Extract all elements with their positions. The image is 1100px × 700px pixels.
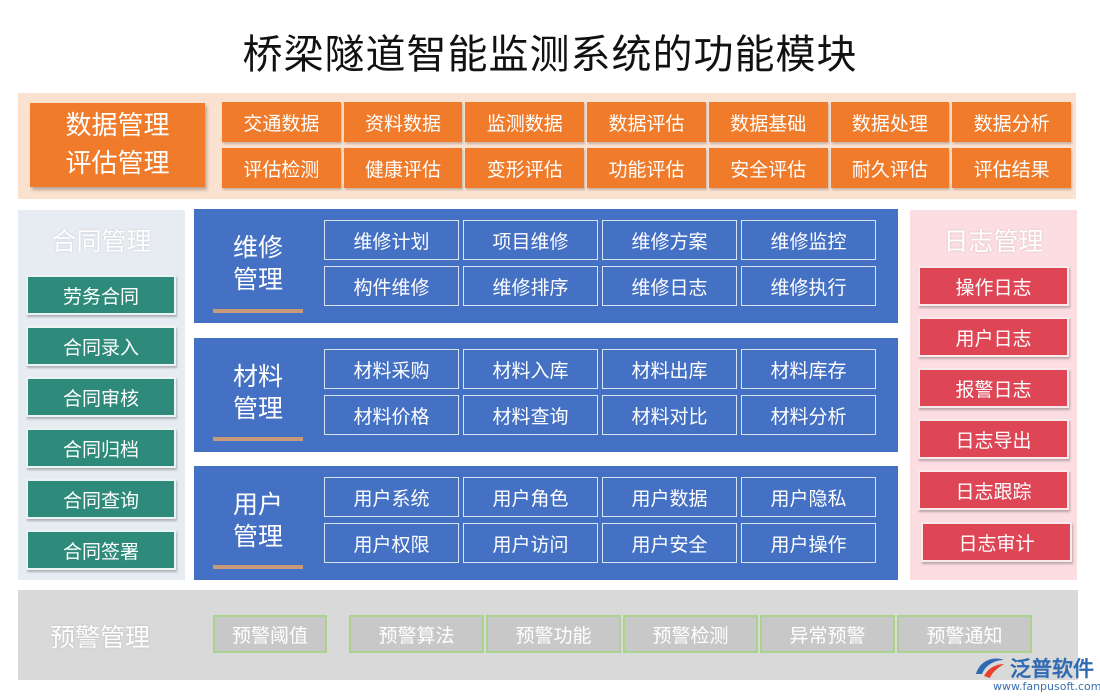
data-management-grid: 交通数据 资料数据 监测数据 数据评估 数据基础 数据处理 数据分析 评估检测 …: [222, 102, 1071, 188]
user-label: 用户 管理: [213, 476, 303, 566]
material-item: 材料对比: [602, 395, 737, 435]
user-grid: 用户系统 用户角色 用户数据 用户隐私 用户权限 用户访问 用户安全 用户操作: [324, 477, 876, 563]
data-item: 数据评估: [587, 102, 706, 142]
user-item: 用户系统: [324, 477, 459, 517]
contract-item: 合同审核: [26, 377, 176, 417]
material-label: 材料 管理: [213, 348, 303, 438]
evaluation-item: 变形评估: [465, 148, 585, 188]
maintenance-item: 维修排序: [463, 266, 598, 306]
evaluation-item: 安全评估: [708, 148, 828, 188]
data-management-label-line2: 评估管理: [65, 149, 170, 179]
log-item: 用户日志: [918, 317, 1069, 357]
warning-item: 预警检测: [623, 615, 758, 653]
material-item: 材料价格: [324, 395, 459, 435]
maintenance-item: 维修日志: [602, 266, 737, 306]
maintenance-label-line2: 管理: [232, 265, 283, 294]
warning-item: 预警算法: [349, 615, 484, 653]
user-label-line2: 管理: [232, 522, 283, 551]
fanpu-logo-icon: [976, 658, 1004, 678]
maintenance-item: 构件维修: [324, 266, 459, 306]
material-item: 材料采购: [324, 349, 459, 389]
material-label-line1: 材料: [232, 362, 283, 391]
material-item: 材料出库: [602, 349, 737, 389]
warning-item: 预警功能: [486, 615, 621, 653]
maintenance-item: 维修监控: [741, 220, 876, 260]
user-item: 用户操作: [741, 523, 876, 563]
log-item: 报警日志: [918, 368, 1069, 408]
user-item: 用户数据: [602, 477, 737, 517]
contract-item: 合同录入: [26, 326, 176, 366]
log-item: 日志导出: [918, 419, 1069, 459]
user-item: 用户隐私: [741, 477, 876, 517]
log-item: 日志审计: [921, 522, 1072, 562]
log-item: 日志跟踪: [918, 470, 1069, 510]
log-item: 操作日志: [918, 266, 1069, 306]
maintenance-grid: 维修计划 项目维修 维修方案 维修监控 构件维修 维修排序 维修日志 维修执行: [324, 220, 876, 306]
data-management-label: 数据管理 评估管理: [30, 103, 205, 187]
contract-item: 合同查询: [26, 479, 176, 519]
user-label-line1: 用户: [232, 490, 283, 519]
warning-title: 预警管理: [50, 623, 151, 652]
evaluation-item: 评估检测: [222, 148, 341, 188]
warning-item: 异常预警: [760, 615, 895, 653]
maintenance-item: 维修执行: [741, 266, 876, 306]
evaluation-item: 耐久评估: [830, 148, 950, 188]
logo-url: www.fanpusoft.com: [993, 680, 1100, 693]
contract-item: 合同归档: [26, 428, 176, 468]
data-management-label-line1: 数据管理: [65, 111, 170, 141]
data-item: 数据处理: [830, 102, 950, 142]
data-item: 数据基础: [708, 102, 828, 142]
user-item: 用户权限: [324, 523, 459, 563]
contract-title: 合同管理: [51, 227, 152, 256]
log-title: 日志管理: [943, 227, 1044, 256]
maintenance-item: 项目维修: [463, 220, 598, 260]
warning-item: 预警阈值: [213, 615, 327, 653]
warning-item: 预警通知: [897, 615, 1032, 653]
material-label-line2: 管理: [232, 394, 283, 423]
maintenance-label-line1: 维修: [232, 233, 283, 262]
user-underline: [213, 565, 303, 569]
maintenance-label: 维修 管理: [213, 219, 303, 309]
page-title: 桥梁隧道智能监测系统的功能模块: [242, 32, 858, 78]
maintenance-underline: [213, 309, 303, 313]
logo-name: 泛普软件: [1010, 657, 1094, 681]
user-item: 用户访问: [463, 523, 598, 563]
material-grid: 材料采购 材料入库 材料出库 材料库存 材料价格 材料查询 材料对比 材料分析: [324, 349, 876, 435]
contract-item: 合同签署: [26, 530, 176, 570]
material-item: 材料库存: [741, 349, 876, 389]
data-item: 交通数据: [222, 102, 341, 142]
data-item: 数据分析: [952, 102, 1071, 142]
user-item: 用户安全: [602, 523, 737, 563]
data-item: 资料数据: [343, 102, 463, 142]
maintenance-item: 维修方案: [602, 220, 737, 260]
material-item: 材料分析: [741, 395, 876, 435]
maintenance-item: 维修计划: [324, 220, 459, 260]
contract-item: 劳务合同: [26, 275, 176, 315]
material-underline: [213, 437, 303, 441]
data-item: 监测数据: [465, 102, 585, 142]
evaluation-item: 评估结果: [952, 148, 1071, 188]
material-item: 材料查询: [463, 395, 598, 435]
evaluation-item: 功能评估: [587, 148, 706, 188]
user-item: 用户角色: [463, 477, 598, 517]
evaluation-item: 健康评估: [343, 148, 463, 188]
material-item: 材料入库: [463, 349, 598, 389]
